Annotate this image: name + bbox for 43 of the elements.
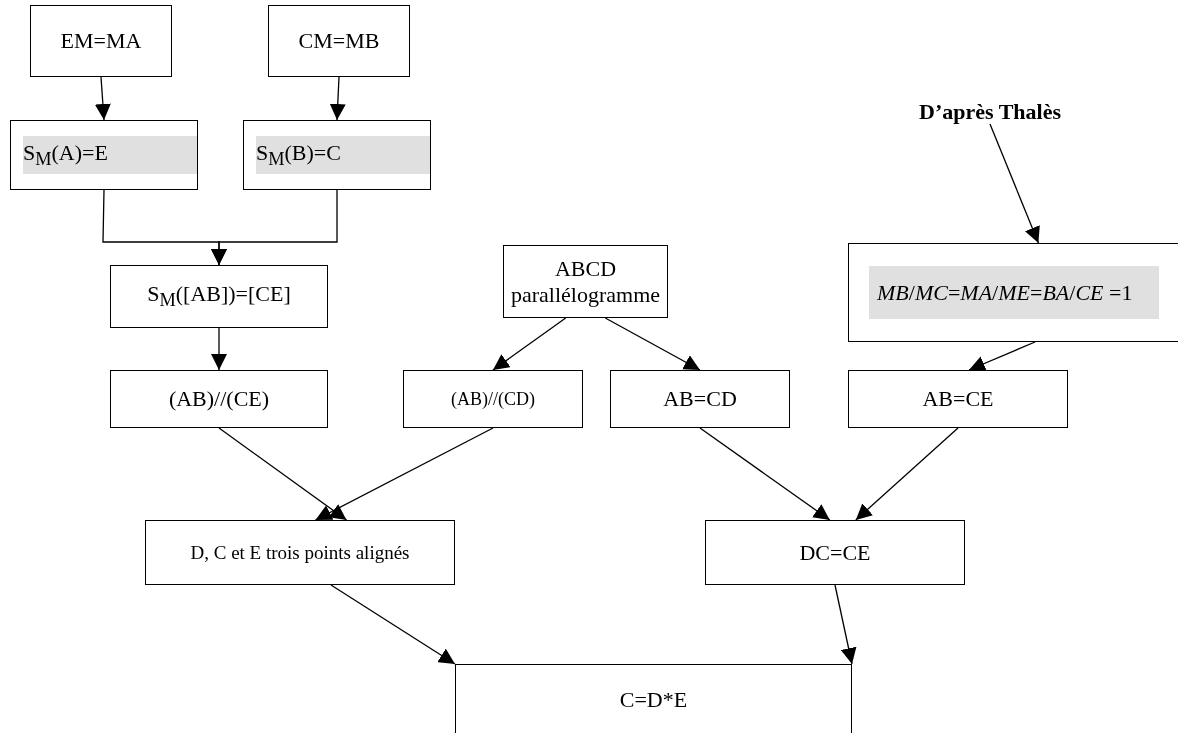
statement-box: [110, 370, 328, 428]
arrow: [492, 317, 567, 371]
statement-box: [30, 5, 172, 77]
note-text: D’après Thalès: [919, 99, 1061, 125]
statement-text: S$_{M}$(A)=E: [23, 135, 197, 175]
arrow: [968, 341, 1036, 372]
statement-box: [268, 5, 410, 77]
statement-text: DC=CE: [799, 539, 871, 566]
arrow: [699, 427, 831, 521]
statement-text: CM=MB: [298, 28, 380, 54]
statement-box: [110, 265, 328, 328]
statement-box: [10, 120, 198, 190]
arrow: [314, 427, 494, 521]
arrow: [211, 327, 227, 371]
statement-box: [848, 370, 1068, 428]
arrow: [989, 123, 1040, 244]
arrow: [855, 427, 959, 521]
arrow: [604, 317, 701, 371]
arrow: [94, 76, 111, 121]
statement-text: AB=CD: [663, 386, 737, 412]
arrow: [218, 427, 348, 521]
statement-text: EM=MA: [60, 28, 142, 54]
statement-box: [503, 245, 668, 318]
statement-text: ABCD parallélogramme: [509, 256, 661, 307]
statement-text: (AB)//(CE): [168, 386, 270, 412]
statement-box: [610, 370, 790, 428]
statement-text: (AB)//(CD): [451, 388, 535, 410]
formula: MB/MC=MA/ME=BA/CE =1: [869, 265, 1159, 320]
statement-text: AB=CE: [922, 386, 994, 412]
statement-text: S$_{M}$(B)=C: [256, 135, 430, 175]
statement-box: [455, 664, 852, 733]
statement-box: [145, 520, 455, 585]
arrow: [330, 584, 456, 665]
statement-box: [848, 243, 1178, 342]
statement-box: [403, 370, 583, 428]
arrow: [211, 189, 338, 266]
statement-box: [705, 520, 965, 585]
statement-box: [243, 120, 431, 190]
statement-text: C=D*E: [619, 687, 688, 713]
arrow: [834, 584, 857, 665]
statement-text: D, C et E trois points alignés: [190, 541, 410, 564]
arrow: [329, 76, 346, 121]
statement-text: S$_{M}$([AB])=[CE]: [147, 281, 291, 312]
